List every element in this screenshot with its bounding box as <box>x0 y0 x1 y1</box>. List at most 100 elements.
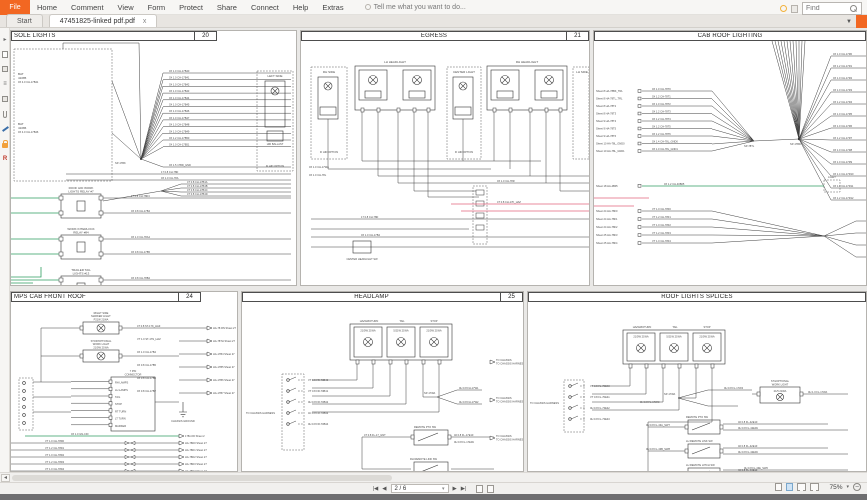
relay-group: ROOF HID WORK LIGHTS RELAY #7 17 0.8 CH-… <box>11 186 291 285</box>
sheet-title: SOLE LIGHTS <box>14 33 56 39</box>
search-icon[interactable] <box>850 5 857 12</box>
pages-panel-icon[interactable] <box>1 65 9 73</box>
switch-group: REMOTE PTO SW 0H 0.8 FL-43A_SW7 40 0.8 F… <box>646 415 848 471</box>
svg-text:0H 0.8 FL-70E43: 0H 0.8 FL-70E43 <box>590 417 610 421</box>
single-page-icon[interactable] <box>775 483 783 491</box>
sheet-mps-cab-front-roof: MPS CAB FRONT ROOF 24 RIGHT SIDE MARKER … <box>10 291 238 472</box>
previous-page-button[interactable]: ◀ <box>382 485 387 492</box>
svg-text:LH REMOTE LINK SW: LH REMOTE LINK SW <box>686 439 713 443</box>
menu-item[interactable]: View <box>117 2 134 12</box>
first-page-button[interactable]: |◀ <box>372 485 379 492</box>
svg-text:TO CHASSIS: TO CHASSIS <box>496 358 512 362</box>
mps-diagram: RIGHT SIDE MARKER LIGHT P21W 21WA STOP/O… <box>11 311 236 472</box>
menu-item[interactable]: Help <box>292 2 309 12</box>
svg-text:SP-17BK: SP-17BK <box>115 161 126 165</box>
chevron-down-icon[interactable]: ▾ <box>441 485 445 492</box>
svg-text:0X 1.0 CH-17R2: 0X 1.0 CH-17R2 <box>833 76 853 80</box>
svg-text:REMOTE PTO SW: REMOTE PTO SW <box>686 415 709 419</box>
find-box <box>802 2 862 15</box>
zoom-level: 75% <box>829 483 843 491</box>
file-menu-button[interactable]: File <box>0 0 30 15</box>
svg-text:TO CHASSIS: TO CHASSIS <box>496 396 512 400</box>
menu-item[interactable]: Connect <box>250 2 279 12</box>
chevron-down-icon[interactable]: ▼ <box>846 18 852 25</box>
security-lock-icon[interactable] <box>1 139 9 148</box>
account-icon[interactable] <box>780 5 787 12</box>
snapshot-icon[interactable] <box>791 4 798 13</box>
svg-text:TAIL: TAIL <box>399 319 405 323</box>
svg-text:ST&OPTIONAL: ST&OPTIONAL <box>771 379 790 383</box>
menu-item[interactable]: Extras <box>322 2 344 12</box>
svg-text:VT 1.0 ST-17N_HAZ: VT 1.0 ST-17N_HAZ <box>137 337 161 341</box>
svg-text:TO CHASSIS HARNESS: TO CHASSIS HARNESS <box>246 411 275 415</box>
svg-text:HA-17B4 Sheet 27: HA-17B4 Sheet 27 <box>213 352 235 356</box>
svg-text:RH HEADLIGHT: RH HEADLIGHT <box>516 60 539 64</box>
svg-text:0H 0.8 FR-70B42: 0H 0.8 FR-70B42 <box>308 400 329 404</box>
svg-text:0X 1.0 CH-78T2: 0X 1.0 CH-78T2 <box>652 102 671 106</box>
svg-text:RIGHT SIDE: RIGHT SIDE <box>94 311 109 315</box>
svg-text:HA-78 RN Sheet 27: HA-78 RN Sheet 27 <box>213 326 236 330</box>
svg-text:0H 0.8 FL-17W4: 0H 0.8 FL-17W4 <box>724 386 744 390</box>
svg-text:0X 0.8 CH-78B4: 0X 0.8 CH-78B4 <box>131 276 150 280</box>
tab-start-label: Start <box>17 17 32 25</box>
menu-right-group <box>780 2 862 15</box>
svg-text:4T 0.8 FL-17_GNT: 4T 0.8 FL-17_GNT <box>364 433 386 437</box>
svg-text:0X 1.0 CH-17R6: 0X 1.0 CH-17R6 <box>833 124 853 128</box>
previous-view-icon[interactable] <box>476 484 484 493</box>
facing-page-icon[interactable] <box>797 483 807 491</box>
svg-text:4T 0.8 CH-17B4B: 4T 0.8 CH-17B4B <box>187 184 208 188</box>
find-input[interactable] <box>803 5 850 12</box>
chevron-down-icon[interactable]: ▾ <box>846 484 849 490</box>
svg-text:HA-17B5 Sheet 27: HA-17B5 Sheet 27 <box>213 365 235 369</box>
continuous-facing-icon[interactable] <box>810 483 820 491</box>
document-view[interactable]: SOLE LIGHTS 20 BAT 41085 0X 4.0 CH-17B41… <box>10 28 867 472</box>
signature-panel-icon[interactable] <box>1 125 9 133</box>
promo-button[interactable] <box>856 15 867 28</box>
menu-item[interactable]: Form <box>147 2 166 12</box>
scrollbar-thumb[interactable] <box>12 475 392 481</box>
page-number-input[interactable]: 2 / 6 ▾ <box>390 484 449 493</box>
last-page-button[interactable]: ▶| <box>460 485 467 492</box>
bookmarks-panel-icon[interactable] <box>1 50 9 58</box>
svg-text:VT 0.8 FL-70E41: VT 0.8 FL-70E41 <box>590 395 610 399</box>
menu-item[interactable]: Comment <box>71 2 104 12</box>
menu-item[interactable]: Protect <box>179 2 203 12</box>
svg-text:0X 1.0 CH-17R5: 0X 1.0 CH-17R5 <box>833 112 853 116</box>
headlamp-diagram: HAZARD/TURN TAIL STOP 21/5W 21WA 5/21W 2… <box>246 319 524 471</box>
svg-text:0X 1.0 CH-17WA: 0X 1.0 CH-17WA <box>309 165 329 169</box>
svg-text:0X 1.0 CH-17B46: 0X 1.0 CH-17B46 <box>169 109 190 113</box>
status-bar: |◀ ◀ 2 / 6 ▾ ▶ ▶| <box>0 482 867 494</box>
menu-item[interactable]: Share <box>216 2 237 12</box>
menu-item[interactable]: Home <box>37 2 58 12</box>
svg-text:LH REMOTE HITCH SW: LH REMOTE HITCH SW <box>686 463 715 467</box>
expand-panel-icon[interactable]: ▸ <box>3 36 7 43</box>
layers-panel-icon[interactable]: ≡ <box>3 81 7 87</box>
svg-text:Sheet 8 HA-78TL_TRL: Sheet 8 HA-78TL_TRL <box>596 97 623 101</box>
zoom-out-icon[interactable]: − <box>853 483 861 491</box>
tab-document[interactable]: 47451825-linked pdf.pdf x <box>48 14 158 27</box>
sheet-title: ROOF LIGHTS SPLICES <box>661 294 733 300</box>
svg-text:0X 0.8 CH-17B6: 0X 0.8 CH-17B6 <box>137 376 156 380</box>
svg-text:7 PIN: 7 PIN <box>130 369 137 373</box>
images-panel-icon[interactable] <box>1 95 9 103</box>
tell-me-box[interactable]: Tell me what you want to do... <box>364 4 466 11</box>
svg-text:0H 0.8 FL-42E0C: 0H 0.8 FL-42E0C <box>738 450 758 454</box>
attachments-panel-icon[interactable] <box>1 110 9 118</box>
tab-start[interactable]: Start <box>6 14 43 27</box>
stamp-panel-icon[interactable]: R <box>2 156 8 162</box>
svg-text:TO CHASSIS HARNESS: TO CHASSIS HARNESS <box>496 361 524 365</box>
svg-text:STOP: STOP <box>430 319 437 323</box>
next-view-icon[interactable] <box>487 484 495 493</box>
svg-text:HA-78D4 Sheet 27: HA-78D4 Sheet 27 <box>185 469 207 472</box>
pole-lights-diagram: BAT 41085 0X 4.0 CH-17B41 BAT 41086 0X 4… <box>11 42 294 285</box>
svg-text:4T 0.8 ST-17K_HAZ: 4T 0.8 ST-17K_HAZ <box>137 324 161 328</box>
fan-wires: 0X 1.0 CH-17B40 0X 1.0 CH-17B41 0X 1.0 C… <box>163 69 291 147</box>
svg-text:21/5W 21WA: 21/5W 21WA <box>360 328 375 332</box>
horizontal-scrollbar[interactable]: ◂ <box>0 472 867 482</box>
close-tab-icon[interactable]: x <box>142 17 147 25</box>
svg-text:TRAILER TAIL: TRAILER TAIL <box>71 268 91 272</box>
sheet-title: MPS CAB FRONT ROOF <box>14 294 86 300</box>
next-page-button[interactable]: ▶ <box>452 485 457 492</box>
scroll-left-icon[interactable]: ◂ <box>1 474 10 482</box>
continuous-page-icon[interactable] <box>786 483 794 491</box>
